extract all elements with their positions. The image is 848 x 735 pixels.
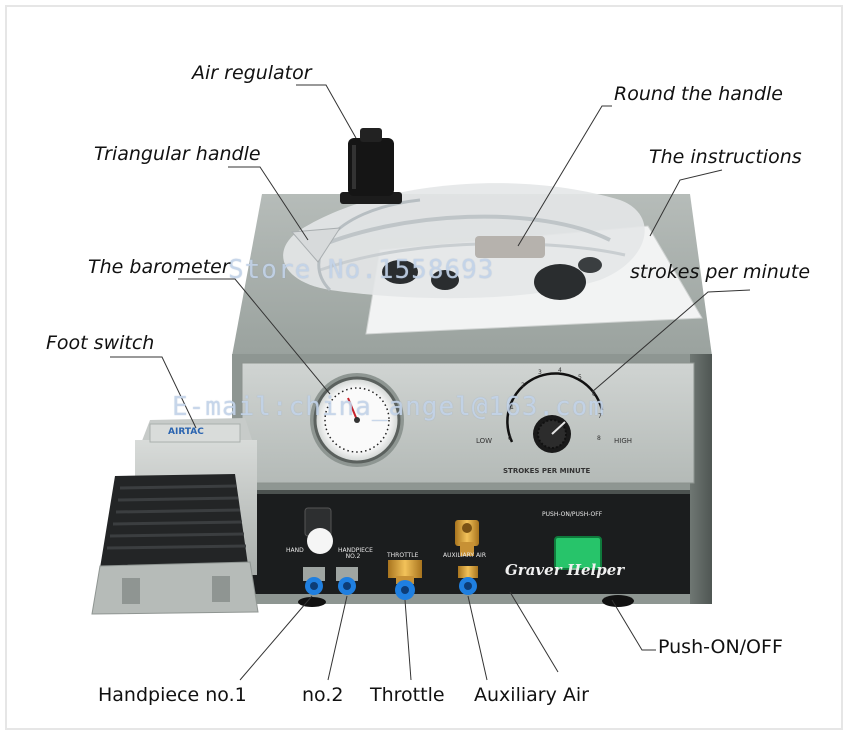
air-regulator-knob [340,128,402,204]
email-watermark: E-mail:china_angel@163.com [172,392,605,422]
dial-number-7: 7 [598,413,602,420]
fitting-throttle [388,560,422,600]
callout-strokes-per-minute: strokes per minute [630,261,811,283]
callout-no2: no.2 [302,684,344,706]
dial-number-0: 0 [508,435,512,442]
callout-throttle: Throttle [370,684,445,706]
hand-switch [304,507,333,554]
cabinet-foot [602,595,634,607]
accessories-bag [283,183,645,300]
callout-round-handle: Round the handle [614,83,783,105]
auxiliary-air-label: AUXILIARY AIR [443,552,486,559]
dial-number-8: 8 [597,435,601,442]
line-handpiece-1 [239,595,313,681]
push-on-off-label: PUSH-ON/PUSH-OFF [542,511,603,518]
fitting-no2 [336,567,358,595]
line-auxiliary [467,595,488,681]
line-instructions [649,169,723,237]
handpiece-no2-label: HANDPIECE NO.2 [338,547,373,560]
callout-air-regulator: Air regulator [192,62,312,84]
callout-instructions: The instructions [649,146,802,168]
store-watermark: Store No.1558693 [228,255,495,285]
fitting-handpiece-1 [303,567,325,595]
line-air-regulator [296,84,357,139]
line-no2 [327,595,348,681]
dial-number-4: 4 [558,367,562,374]
dial-number-5: 5 [578,374,582,381]
throttle-label: THROTTLE [387,552,419,559]
callout-foot-switch: Foot switch [46,332,155,354]
line-round-handle [517,105,612,247]
fitting-auxiliary [458,566,478,595]
brand-label: Graver Helper [505,561,625,579]
callout-auxiliary-air: Auxiliary Air [474,684,589,706]
line-throttle [404,599,412,681]
callout-push-on-off: Push-ON/OFF [658,636,783,658]
callout-handpiece-1: Handpiece no.1 [98,684,247,706]
line-barometer [178,278,331,395]
foot-switch-brand: AIRTAC [168,427,204,437]
dial-low-label: LOW [476,437,493,445]
callout-barometer: The barometer [88,256,230,278]
foot-pedal [100,474,248,568]
strokes-per-minute-label: STROKES PER MINUTE [503,467,591,475]
dial-number-3: 3 [538,369,542,376]
dial-number-2: 2 [521,382,525,389]
dial-high-label: HIGH [614,437,633,445]
barometer-gauge [310,373,404,467]
dial-number-6: 6 [592,391,596,398]
callout-lines [110,84,751,681]
callout-triangular-handle: Triangular handle [94,143,261,165]
triangular-handle-part [290,227,341,263]
push-on-off-button [554,536,602,570]
cabinet-foot [298,597,326,607]
line-foot-switch [110,356,197,429]
line-brand [509,591,559,673]
line-strokes [591,289,751,393]
line-triangular-handle [228,166,309,241]
auxiliary-air-valve [455,520,479,556]
hand-label: HAND [286,547,304,554]
foot-switch [91,418,259,615]
dial-number-1: 1 [510,404,514,411]
strokes-dial [506,372,604,453]
line-push-on-off [611,599,656,651]
